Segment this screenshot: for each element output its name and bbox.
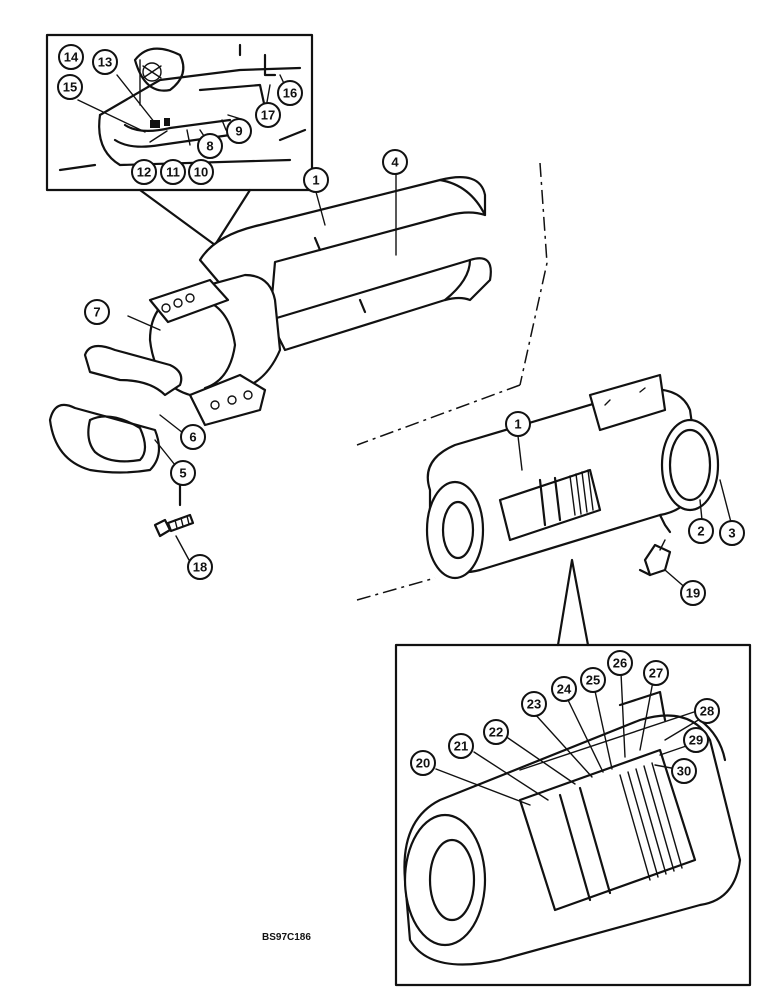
callout-9: 9 (226, 118, 252, 144)
svg-text:21: 21 (454, 739, 468, 754)
rod-assembly (48, 176, 492, 538)
svg-text:29: 29 (689, 733, 703, 748)
svg-text:10: 10 (194, 165, 208, 180)
svg-text:23: 23 (527, 697, 541, 712)
svg-text:30: 30 (677, 764, 691, 779)
svg-text:15: 15 (63, 80, 77, 95)
callout-4: 4 (382, 149, 408, 175)
inset-pointer-bottom (556, 558, 590, 647)
svg-text:20: 20 (416, 756, 430, 771)
piston-detail-inset (394, 558, 752, 987)
svg-text:9: 9 (235, 124, 242, 139)
svg-text:3: 3 (728, 526, 735, 541)
alignment-line-upper (519, 162, 548, 386)
svg-text:18: 18 (193, 560, 207, 575)
inset-frame-top (45, 33, 314, 192)
svg-text:26: 26 (613, 656, 627, 671)
figure-code-label: BS97C186 (262, 932, 311, 943)
svg-text:12: 12 (137, 165, 151, 180)
svg-text:2: 2 (697, 524, 704, 539)
barrel-assembly (425, 373, 720, 580)
svg-text:14: 14 (64, 50, 79, 65)
callout-8: 8 (197, 133, 223, 159)
svg-text:24: 24 (557, 682, 572, 697)
callout-18: 18 (187, 554, 213, 580)
svg-text:1: 1 (514, 417, 521, 432)
callout-1-lower: 1 (505, 411, 531, 437)
callout-7: 7 (84, 299, 110, 325)
inset-frame-bottom (394, 643, 752, 987)
callout-25: 25 (580, 667, 606, 693)
callout-20: 20 (410, 750, 436, 776)
callout-13: 13 (92, 49, 118, 75)
callout-22: 22 (483, 719, 509, 745)
callout-16: 16 (277, 80, 303, 106)
callout-26: 26 (607, 650, 633, 676)
callout-2: 2 (688, 518, 714, 544)
callout-1-upper: 1 (303, 167, 329, 193)
leader-lines (77, 59, 734, 806)
rod-end-detail-inset (45, 33, 314, 247)
alignment-line-lower (356, 577, 436, 601)
svg-text:6: 6 (189, 430, 196, 445)
svg-text:13: 13 (98, 55, 112, 70)
svg-text:7: 7 (93, 305, 100, 320)
callout-15: 15 (57, 74, 83, 100)
callout-28: 28 (694, 698, 720, 724)
svg-text:25: 25 (586, 673, 600, 688)
callout-19: 19 (680, 580, 706, 606)
svg-text:11: 11 (166, 165, 180, 180)
callout-14: 14 (58, 44, 84, 70)
svg-text:22: 22 (489, 725, 503, 740)
callout-27: 27 (643, 660, 669, 686)
svg-text:4: 4 (391, 155, 399, 170)
callout-6: 6 (180, 424, 206, 450)
callout-10: 10 (188, 159, 214, 185)
svg-text:16: 16 (283, 86, 297, 101)
callout-12: 12 (131, 159, 157, 185)
svg-text:19: 19 (686, 586, 700, 601)
callout-23: 23 (521, 691, 547, 717)
svg-text:5: 5 (179, 466, 186, 481)
svg-text:1: 1 (312, 173, 319, 188)
svg-text:17: 17 (261, 108, 275, 123)
svg-text:28: 28 (700, 704, 714, 719)
callout-30: 30 (671, 758, 697, 784)
callout-21: 21 (448, 733, 474, 759)
callout-17: 17 (255, 102, 281, 128)
svg-text:27: 27 (649, 666, 663, 681)
callout-3: 3 (719, 520, 745, 546)
callout-29: 29 (683, 727, 709, 753)
callout-11: 11 (160, 159, 186, 185)
callout-5: 5 (170, 460, 196, 486)
svg-text:8: 8 (206, 139, 213, 154)
callout-24: 24 (551, 676, 577, 702)
alignment-line-middle (356, 384, 521, 446)
